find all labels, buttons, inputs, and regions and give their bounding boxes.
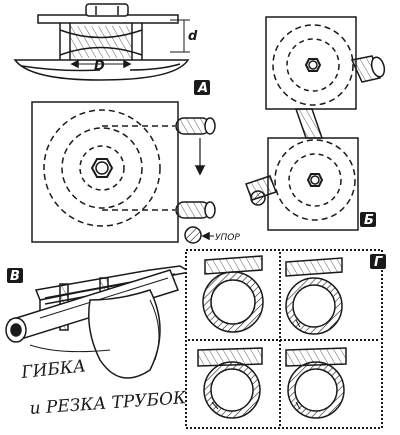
panel-g-label: Г [374,255,383,270]
panel-a-label: А [197,81,208,96]
panel-v-label: В [10,269,20,284]
panel-v [5,265,193,379]
panel-g [185,249,383,429]
pipe-icon [175,201,216,219]
panel-v-badge: В [7,268,23,284]
panel-b-label: Б [364,213,374,228]
dimension-label-d-small: d [188,29,198,44]
panel-a-badge: А [194,80,210,96]
dimension-label-d-large: D [94,59,105,74]
panel-b-badge: Б [360,212,376,228]
roller-side-view [13,3,190,81]
pipe-icon [175,117,216,135]
caption-line-1: ГИБКА [19,356,86,383]
stop-label: УПОР [215,233,240,243]
caption-line-2: и РЕЗКА ТРУБОК [29,388,188,419]
panel-a [31,101,216,244]
roller-icon [250,190,266,206]
pipe-icon [350,55,386,83]
panel-b [245,16,386,231]
roller-icon [184,226,202,244]
bolt-nut-icon [85,3,129,17]
pipe-icon [294,108,324,139]
panel-g-badge: Г [370,254,386,270]
